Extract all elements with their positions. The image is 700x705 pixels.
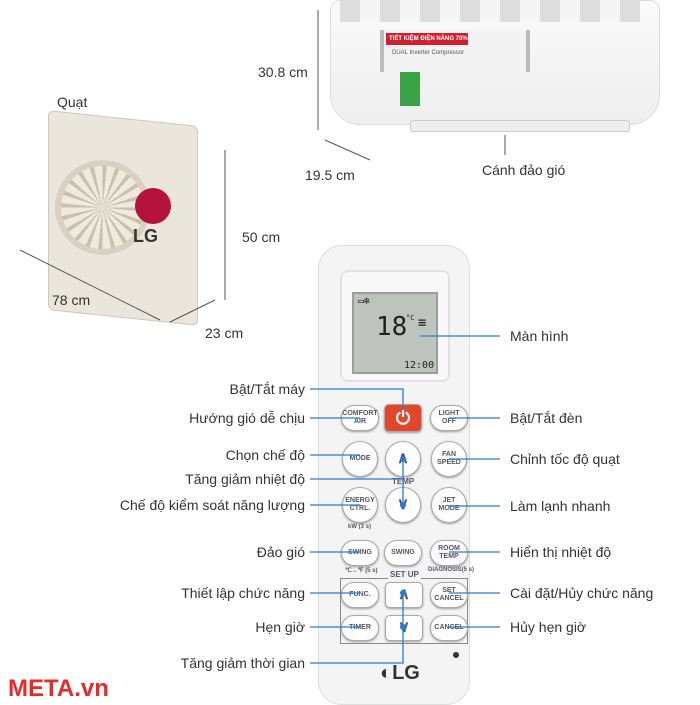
watermark: META.vn — [8, 675, 109, 702]
timer-button[interactable]: TIMER — [341, 615, 379, 641]
snowflake-icon: ▭❄ — [358, 296, 371, 307]
comfort-air-button[interactable]: COMFORT AIR — [341, 405, 379, 431]
temp-down-button[interactable]: ∨ — [385, 487, 421, 523]
time-down-button[interactable]: ∨ — [385, 615, 423, 641]
dual-inverter-text: DUAL Inverter Compressor — [392, 50, 465, 56]
timer-cancel-button[interactable]: CANCEL — [430, 615, 468, 641]
label-energy: Chế độ kiểm soát năng lượng — [119, 497, 305, 513]
air-flap — [410, 120, 630, 132]
ir-sensor — [453, 652, 459, 658]
label-jet-mode: Làm lạnh nhanh — [510, 498, 611, 514]
label-fan-speed: Chỉnh tốc độ quạt — [510, 451, 620, 467]
fan-label: Quạt — [57, 94, 88, 110]
lcd-unit: °C — [406, 314, 415, 322]
label-power: Bật/Tắt máy — [229, 381, 305, 397]
label-mode: Chọn chế độ — [225, 447, 305, 463]
power-button[interactable]: ⏻ — [384, 404, 422, 432]
swing-sub-label: ℃↔℉ (5 s) — [345, 568, 378, 574]
energy-ctrl-button[interactable]: ENERGY CTRL. — [342, 487, 378, 523]
func-button[interactable]: FUNC. — [341, 582, 379, 608]
temp-up-button[interactable]: ∧ — [385, 441, 421, 477]
fan-level-icon: ≡ — [418, 315, 427, 331]
time-up-button[interactable]: ∧ — [385, 582, 423, 608]
room-temp-button[interactable]: ROOM TEMP — [430, 540, 468, 566]
outdoor-width-dim: 78 cm — [52, 292, 91, 308]
light-off-button[interactable]: LIGHT OFF — [430, 405, 468, 431]
label-room-temp: Hiển thị nhiệt độ — [510, 544, 612, 560]
label-swing: Đảo gió — [256, 544, 305, 560]
lcd-display: ▭❄ 18 °C ≡ 12:00 — [352, 292, 438, 374]
energy-label — [400, 72, 420, 106]
energy-saving-banner: TIẾT KIỆM ĐIỆN NĂNG 70% — [386, 33, 468, 45]
diagnosis-label: DIAGNOSIS(5 s) — [428, 567, 475, 573]
setup-label: SET UP — [388, 570, 421, 579]
lcd-temp: 18 — [376, 312, 408, 342]
indoor-height-dim: 30.8 cm — [258, 64, 308, 80]
set-cancel-button[interactable]: SET CANCEL — [430, 582, 468, 608]
indoor-vent — [340, 0, 640, 22]
label-screen: Màn hình — [510, 328, 569, 344]
label-set-cancel: Cài đặt/Hủy chức năng — [510, 585, 654, 601]
temp-label: TEMP — [392, 477, 415, 486]
label-time-adjust: Tăng giảm thời gian — [180, 655, 305, 671]
energy-sub-label: kW (3 s) — [348, 524, 372, 530]
horizontal-swing-button[interactable]: SWING — [384, 540, 422, 566]
outdoor-depth-dim: 23 cm — [205, 325, 244, 341]
label-temp: Tăng giảm nhiệt độ — [185, 471, 305, 487]
vertical-swing-button[interactable]: SWING — [341, 540, 379, 566]
lg-logo-icon — [135, 188, 171, 224]
flap-label: Cánh đảo gió — [482, 162, 566, 178]
label-comfort-air: Hướng gió dễ chịu — [189, 410, 305, 426]
mode-button[interactable]: MODE — [342, 441, 378, 477]
label-timer: Hẹn giờ — [255, 619, 305, 635]
outdoor-brand: LG — [133, 226, 158, 246]
label-func: Thiết lập chức năng — [181, 585, 305, 601]
outdoor-height-dim: 50 cm — [242, 229, 281, 245]
fan-speed-button[interactable]: FAN SPEED — [431, 441, 467, 477]
lcd-clock: 12:00 — [404, 360, 435, 371]
indoor-depth-dim: 19.5 cm — [305, 167, 355, 183]
remote-brand-logo: ◐LG — [380, 662, 420, 684]
jet-mode-button[interactable]: JET MODE — [431, 487, 467, 523]
label-light: Bật/Tắt đèn — [510, 410, 583, 426]
remote-brand: LG — [392, 662, 420, 684]
label-timer-cancel: Hủy hẹn giờ — [510, 619, 587, 635]
